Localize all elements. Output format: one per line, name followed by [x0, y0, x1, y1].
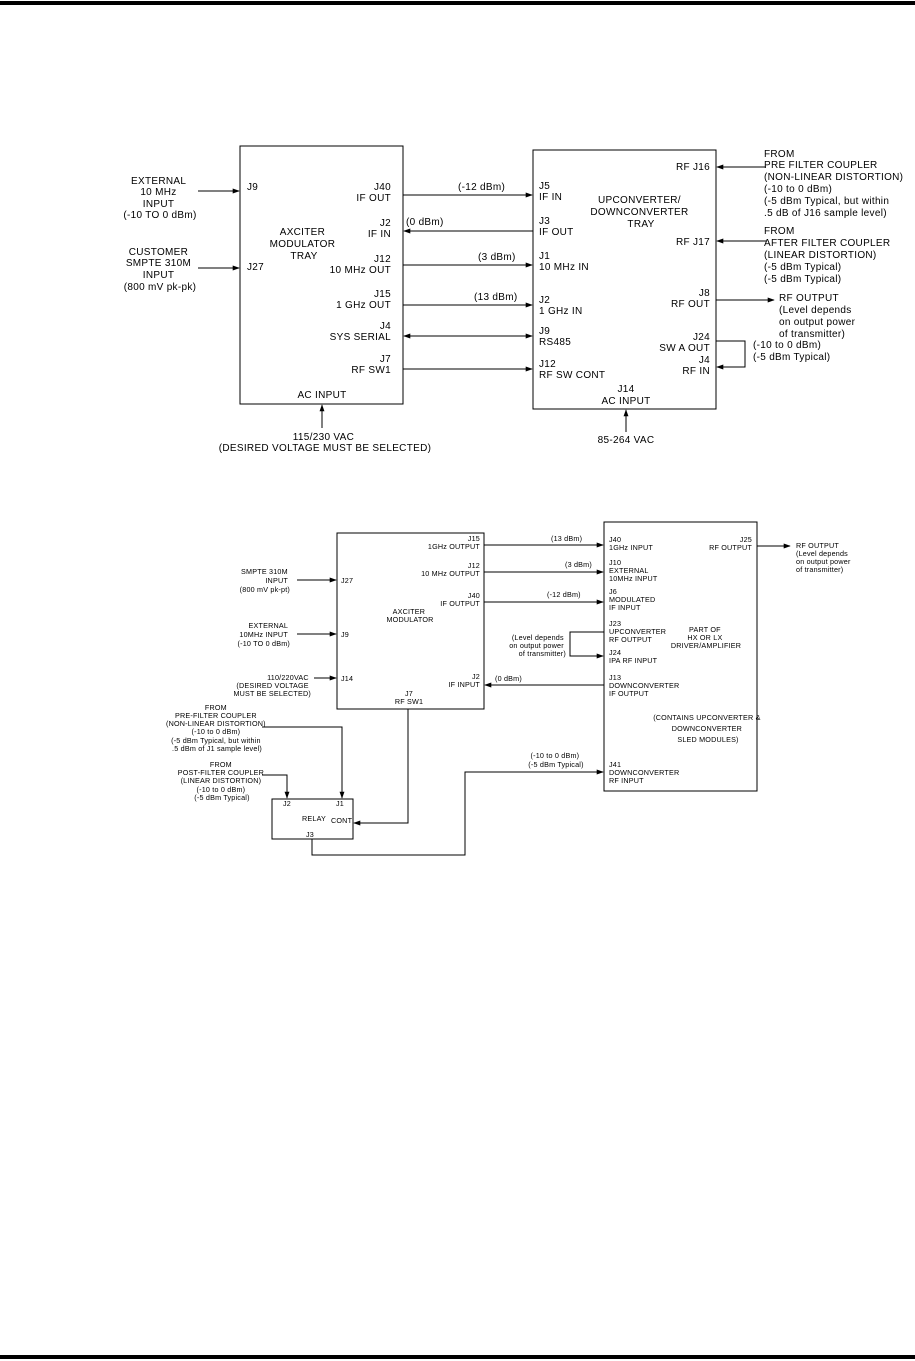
level-1ghz: (13 dBm): [474, 292, 518, 303]
exciter-modulator-box: [336, 532, 485, 710]
level-10mhz-2: (3 dBm): [565, 560, 592, 569]
relay-port-j1: J1: [336, 799, 344, 808]
relay-port-j3: J3: [306, 830, 314, 839]
exciter-ac-label: 115/230 VAC (DESIRED VOLTAGE MUST BE SEL…: [219, 432, 431, 454]
link-levels: (-12 dBm) (0 dBm) (3 dBm) (13 dBm): [406, 182, 518, 303]
j23-j24-loop: [569, 631, 604, 659]
level-if-in-2: (0 dBm): [495, 674, 522, 683]
sw-a-loop: [716, 340, 746, 370]
pre-filter-note: FROM PRE-FILTER COUPLER (NON-LINEAR DIST…: [166, 703, 268, 753]
level-if-2: (-12 dBm): [547, 590, 581, 599]
inter-tray-links: [403, 192, 533, 372]
upconverter-ac-label: 85-264 VAC: [598, 435, 655, 446]
link-levels-2: (13 dBm) (3 dBm) (-12 dBm) (0 dBm): [495, 534, 592, 683]
relay-port-j2: J2: [283, 799, 291, 808]
smpte-input-label: CUSTOMER SMPTE 310M INPUT (800 mV pk-pk): [124, 247, 197, 293]
level-if-in: (0 dBm): [406, 217, 444, 228]
relay-box: [271, 798, 354, 840]
driver-title: PART OF HX OR LX DRIVER/AMPLIFIER: [671, 625, 741, 650]
relay-label: RELAY: [302, 814, 326, 823]
upconverter-title: UPCONVERTER/ DOWNCONVERTER TRAY: [590, 195, 691, 230]
post-filter-note: FROM POST-FILTER COUPLER (LINEAR DISTORT…: [178, 760, 267, 802]
exciter2-port-j27: J27: [341, 576, 353, 585]
relay-to-j41-line: [311, 769, 604, 856]
j41-level-note: (-10 to 0 dBm) (-5 dBm Typical): [528, 751, 583, 769]
level-10mhz: (3 dBm): [478, 252, 516, 263]
post-filter-line: [262, 774, 290, 799]
upconverter-tray-box: [532, 149, 717, 410]
loop-note: (-10 to 0 dBm) (-5 dBm Typical): [753, 340, 830, 363]
relay-port-cont: CONT: [331, 816, 353, 825]
pre-filter-line: [262, 726, 345, 799]
exciter-port-j27: J27: [247, 262, 264, 273]
upconverter-port-rf-j17: RF J17: [676, 237, 710, 248]
j17-note: FROM AFTER FILTER COUPLER (LINEAR DISTOR…: [764, 226, 893, 285]
ext-10mhz-input-label: EXTERNAL 10 MHz INPUT (-10 TO 0 dBm): [123, 176, 196, 221]
upconverter-port-rf-j16: RF J16: [676, 162, 710, 173]
loop-note-2: (Level depends on output power of transm…: [509, 633, 566, 658]
driver-contains-note: (CONTAINS UPCONVERTER & DOWNCONVERTER SL…: [653, 713, 763, 744]
j16-note: FROM PRE FILTER COUPLER (NON-LINEAR DIST…: [764, 149, 906, 219]
power-input-label-2: 110/220VAC (DESIRED VOLTAGE MUST BE SELE…: [233, 673, 311, 698]
level-if-out: (-12 dBm): [458, 182, 505, 193]
ext-10mhz-label-2: EXTERNAL 10MHz INPUT (-10 TO 0 dBm): [238, 621, 290, 648]
level-1ghz-2: (13 dBm): [551, 534, 582, 543]
driver-amplifier-box: [603, 521, 758, 792]
rf-output-note-2: RF OUTPUT (Level depends on output power…: [796, 541, 853, 574]
exciter-port-j9: J9: [247, 182, 258, 193]
exciter-tray-box: [239, 145, 404, 405]
exciter-driver-links: [484, 542, 604, 688]
exciter-ac-input: AC INPUT: [297, 390, 346, 401]
rf-out-note: RF OUTPUT (Level depends on output power…: [779, 293, 858, 340]
exciter2-port-j9: J9: [341, 630, 349, 639]
exciter2-title: AXCITER MODULATOR: [386, 607, 433, 624]
rf-sw1-to-cont-line: [353, 709, 409, 826]
exciter-title: AXCITER MODULATOR TRAY: [270, 227, 339, 262]
exciter2-port-j14: J14: [341, 674, 353, 683]
smpte-input-label-2: SMPTE 310M INPUT (800 mV pk-pt): [240, 567, 290, 594]
